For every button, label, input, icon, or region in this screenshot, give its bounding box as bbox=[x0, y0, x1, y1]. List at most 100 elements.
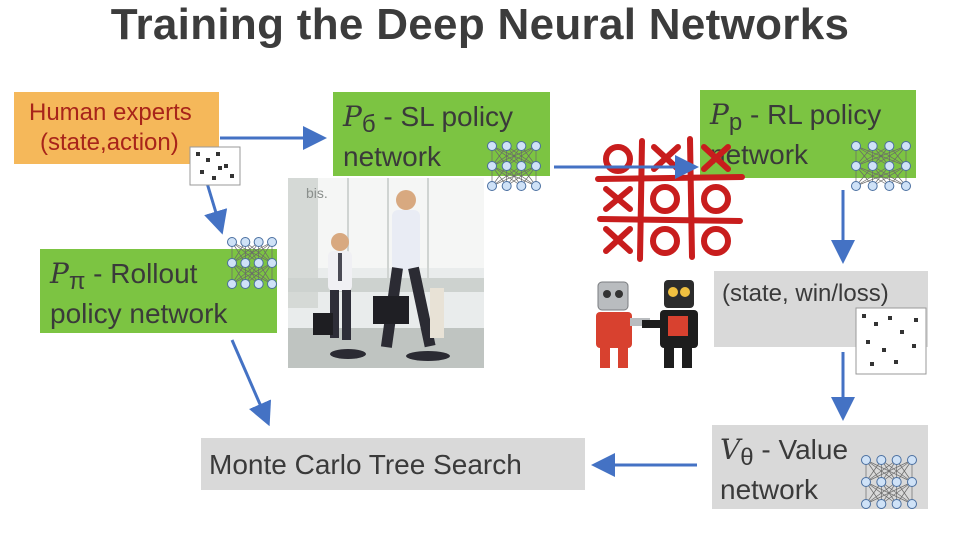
arrow-human-to-rollout bbox=[204, 182, 228, 235]
value-line2: network bbox=[720, 474, 819, 505]
nn-node bbox=[851, 161, 861, 171]
rl-label: - RL policy bbox=[742, 99, 882, 130]
nn-node bbox=[891, 455, 902, 465]
rollout-line2: policy network bbox=[50, 298, 228, 329]
robots-image bbox=[578, 272, 714, 376]
nn-edge bbox=[872, 145, 907, 167]
nn-node bbox=[501, 181, 512, 191]
nn-edge bbox=[231, 241, 259, 264]
nn-edge bbox=[881, 459, 913, 483]
neural-net-icon-rl bbox=[851, 141, 911, 191]
nn-node bbox=[253, 258, 264, 268]
nn-node bbox=[907, 455, 917, 465]
nn-edge bbox=[872, 165, 907, 187]
nn-node bbox=[501, 141, 512, 151]
nn-node bbox=[891, 499, 902, 509]
nn-node bbox=[861, 455, 871, 465]
nn-node bbox=[907, 477, 917, 487]
nn-node bbox=[227, 258, 237, 268]
nn-edge bbox=[231, 241, 273, 264]
sl-subscript: б bbox=[361, 111, 376, 138]
nn-node bbox=[867, 141, 878, 151]
nn-edge bbox=[865, 459, 913, 483]
human-experts-label: Human experts bbox=[29, 99, 192, 126]
sl-label: - SL policy bbox=[375, 101, 514, 132]
mcts-box: Monte Carlo Tree Search bbox=[201, 438, 585, 490]
nn-node bbox=[861, 499, 871, 509]
nn-edge bbox=[231, 262, 259, 285]
neural-net-icon-value bbox=[861, 455, 917, 509]
nn-node bbox=[487, 181, 497, 191]
nn-node bbox=[907, 499, 917, 509]
nn-edge bbox=[491, 165, 522, 187]
rollout-label: - Rollout bbox=[85, 258, 198, 289]
nn-edge bbox=[491, 145, 537, 167]
value-label: - Value bbox=[753, 434, 849, 465]
nn-node bbox=[901, 141, 911, 151]
nn-node bbox=[487, 141, 497, 151]
arrow-rollout-to-mcts bbox=[230, 339, 272, 427]
human-experts-box: Human experts (state,action) bbox=[14, 92, 219, 164]
nn-edge bbox=[491, 165, 537, 187]
nn-node bbox=[501, 161, 512, 171]
nn-edge bbox=[231, 262, 273, 285]
slide-title: Training the Deep Neural Networks bbox=[110, 0, 850, 49]
nn-node bbox=[867, 161, 878, 171]
nn-node bbox=[516, 141, 527, 151]
rl-subscript: p bbox=[728, 109, 743, 136]
nn-node bbox=[227, 237, 237, 247]
sl-line2: network bbox=[343, 141, 442, 172]
nn-node bbox=[531, 141, 541, 151]
nn-node bbox=[253, 237, 264, 247]
nn-edge bbox=[865, 459, 897, 483]
rollout-policy-box: Pπ - Rollout policy network bbox=[40, 249, 277, 333]
human-experts-sublabel: (state,action) bbox=[40, 129, 179, 156]
office-photo: bis. bbox=[288, 178, 484, 368]
nn-node bbox=[267, 279, 277, 289]
nn-node bbox=[884, 181, 895, 191]
nn-node bbox=[531, 181, 541, 191]
nn-edge bbox=[855, 145, 890, 167]
nn-node bbox=[516, 161, 527, 171]
nn-node bbox=[901, 181, 911, 191]
rl-policy-box: Pp - RL policy network bbox=[700, 90, 916, 178]
nn-node bbox=[531, 161, 541, 171]
nn-node bbox=[884, 161, 895, 171]
neural-net-icon-sl bbox=[487, 141, 541, 191]
nn-node bbox=[861, 477, 871, 487]
nn-node bbox=[227, 279, 237, 289]
nn-edge bbox=[506, 165, 537, 187]
board-thumbnail-winloss bbox=[855, 307, 927, 375]
office-photo-image: bis. bbox=[288, 178, 484, 368]
value-symbol: V bbox=[720, 433, 741, 466]
neural-net-icon-rollout bbox=[227, 237, 277, 289]
nn-node bbox=[876, 499, 887, 509]
nn-edge bbox=[491, 145, 522, 167]
value-subscript: θ bbox=[740, 444, 754, 471]
nn-node bbox=[876, 455, 887, 465]
nn-node bbox=[867, 181, 878, 191]
win-loss-label: (state, win/loss) bbox=[722, 280, 889, 307]
nn-edge bbox=[865, 481, 913, 505]
sl-symbol: P bbox=[343, 100, 362, 133]
nn-edge bbox=[855, 165, 890, 187]
mcts-label: Monte Carlo Tree Search bbox=[209, 449, 522, 480]
nn-node bbox=[851, 141, 861, 151]
nn-node bbox=[901, 161, 911, 171]
board-thumbnail-human bbox=[189, 146, 241, 186]
rollout-symbol: P bbox=[50, 257, 69, 290]
nn-node bbox=[884, 141, 895, 151]
nn-node bbox=[267, 258, 277, 268]
nn-node bbox=[253, 279, 264, 289]
nn-node bbox=[891, 477, 902, 487]
nn-edge bbox=[855, 145, 907, 167]
sl-policy-box: Pб - SL policy network bbox=[333, 92, 550, 176]
nn-node bbox=[267, 237, 277, 247]
nn-edge bbox=[245, 241, 273, 264]
nn-edge bbox=[865, 481, 897, 505]
nn-node bbox=[876, 477, 887, 487]
rl-symbol: P bbox=[710, 98, 729, 131]
photo-caption: bis. bbox=[306, 185, 328, 201]
nn-node bbox=[487, 161, 497, 171]
